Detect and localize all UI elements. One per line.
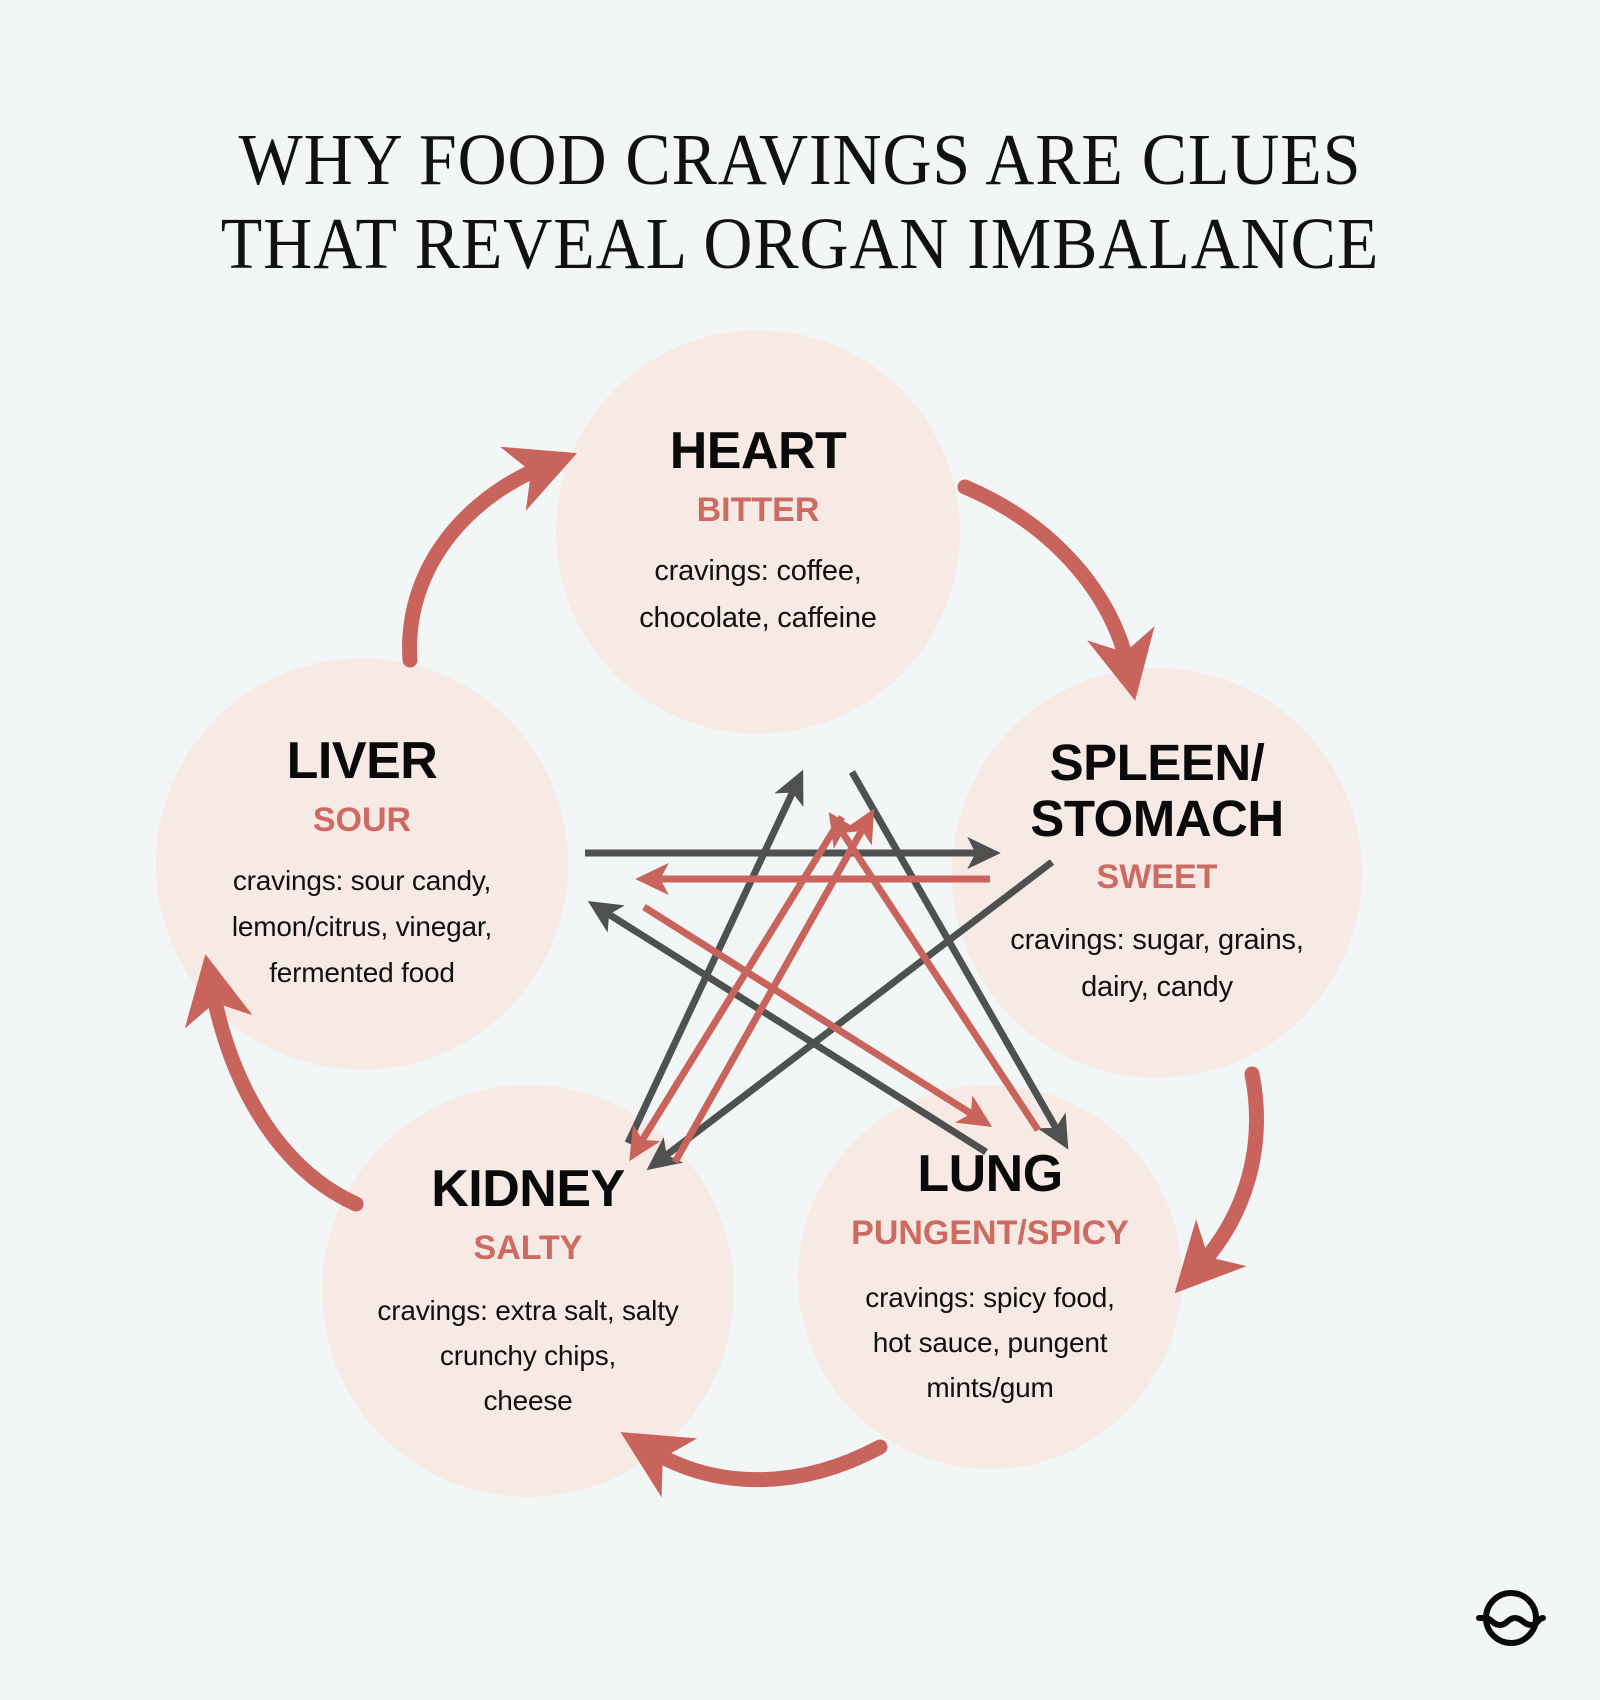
node-spleen-cravings-line-2: dairy, candy <box>1081 971 1233 1003</box>
node-liver-cravings-line-2: lemon/citrus, vinegar, <box>231 911 493 942</box>
node-lung-organ: LUNG <box>917 1144 1063 1203</box>
node-lung-cravings-line-3: mints/gum <box>926 1371 1054 1403</box>
page-title: WHY FOOD CRAVINGS ARE CLUES THAT REVEAL … <box>0 118 1600 286</box>
node-spleen-organ: SPLEEN/ STOMACH <box>1030 734 1284 847</box>
node-heart-cravings-line-2: chocolate, caffeine <box>639 602 877 634</box>
node-liver-cravings: cravings: sour candy, lemon/citrus, vine… <box>232 858 492 996</box>
node-spleen-cravings: cravings: sugar, grains, dairy, candy <box>1010 917 1304 1011</box>
node-liver-flavor: SOUR <box>312 801 412 839</box>
node-liver-organ: LIVER <box>286 732 438 790</box>
node-lung-flavor: PUNGENT/SPICY <box>851 1213 1129 1252</box>
node-kidney-flavor: SALTY <box>473 1228 583 1267</box>
node-spleen-stomach[interactable]: SPLEEN/ STOMACH SWEET cravings: sugar, g… <box>952 668 1362 1078</box>
node-heart[interactable]: HEART BITTER cravings: coffee, chocolate… <box>556 330 960 734</box>
arrow-liver-to-heart <box>402 446 578 668</box>
node-lung-cravings: cravings: spicy food, hot sauce, pungent… <box>865 1275 1115 1410</box>
node-kidney-cravings-line-1: cravings: extra salt, salty <box>377 1294 679 1326</box>
node-heart-flavor: BITTER <box>696 491 820 529</box>
arrow-heart-to-spleen <box>957 479 1155 701</box>
node-liver-cravings-line-1: cravings: sour candy, <box>232 865 492 896</box>
arrow-liver-to-lung <box>642 904 993 1127</box>
node-heart-organ: HEART <box>669 422 847 480</box>
wave-in-circle-logo <box>1476 1590 1546 1646</box>
node-spleen-cravings-line-1: cravings: sugar, grains, <box>1010 924 1304 956</box>
node-lung-cravings-line-1: cravings: spicy food, <box>865 1281 1115 1313</box>
title-line-1: WHY FOOD CRAVINGS ARE CLUES <box>238 119 1362 200</box>
node-spleen-flavor: SWEET <box>1096 858 1218 896</box>
node-kidney[interactable]: KIDNEY SALTY cravings: extra salt, salty… <box>322 1085 734 1497</box>
node-kidney-cravings-line-2: crunchy chips, <box>439 1339 617 1371</box>
arrow-spleen-to-lung <box>1174 1066 1264 1294</box>
node-kidney-organ: KIDNEY <box>431 1159 625 1218</box>
node-heart-cravings-line-1: cravings: coffee, <box>654 555 862 587</box>
node-lung-cravings-line-2: hot sauce, pungent <box>872 1326 1108 1358</box>
node-liver-cravings-line-3: fermented food <box>269 957 455 988</box>
node-spleen-organ-line-1: SPLEEN/ <box>1049 734 1265 791</box>
node-kidney-cravings-line-3: cheese <box>483 1384 573 1416</box>
node-lung[interactable]: LUNG PUNGENT/SPICY cravings: spicy food,… <box>798 1085 1182 1469</box>
arrow-lung-to-kidney <box>620 1432 888 1498</box>
title-line-2: THAT REVEAL ORGAN IMBALANCE <box>220 203 1380 284</box>
arrow-kidney-to-heart <box>624 769 804 1145</box>
node-liver[interactable]: LIVER SOUR cravings: sour candy, lemon/c… <box>156 658 568 1070</box>
arrow-kidney-to-spleen <box>671 808 875 1164</box>
node-spleen-organ-line-2: STOMACH <box>1030 790 1284 847</box>
arrow-heart-to-kidney <box>629 815 845 1162</box>
node-kidney-cravings: cravings: extra salt, salty crunchy chip… <box>377 1288 678 1423</box>
node-heart-cravings: cravings: coffee, chocolate, caffeine <box>639 548 877 642</box>
